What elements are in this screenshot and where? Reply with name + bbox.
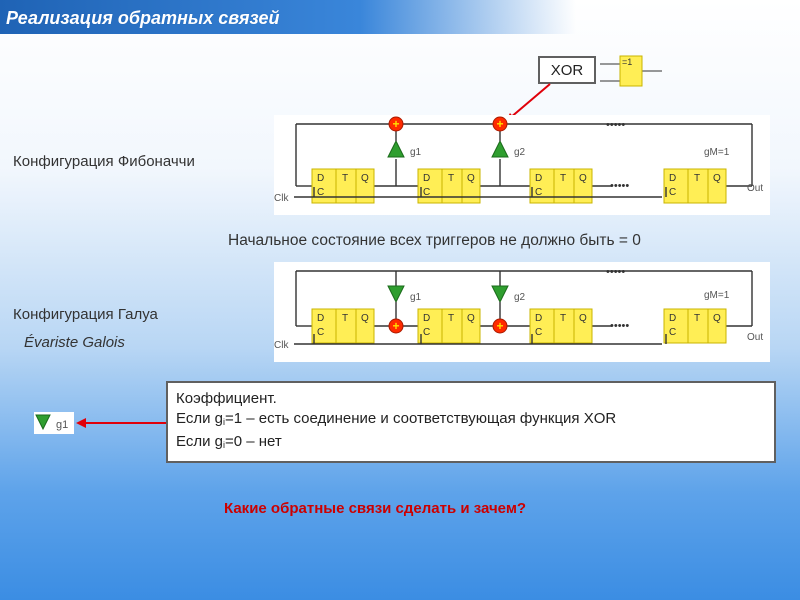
xor-gate-label: =1 [622, 57, 632, 67]
ff-t-label: T [342, 313, 348, 324]
flip-flop: DC T Q [417, 308, 481, 344]
xor-plus-label: + [393, 319, 400, 333]
flip-flop: DC T Q [311, 168, 375, 204]
ff-q-label: Q [579, 173, 587, 184]
xor-plus-label: + [497, 117, 504, 131]
g2-label: g2 [514, 292, 526, 303]
g-triangle-icon [35, 414, 51, 431]
question-text: Какие обратные связи сделать и зачем? [224, 500, 527, 517]
g-triangle-icon [387, 139, 405, 158]
dots: ••••• [606, 266, 625, 278]
out-label: Out [747, 183, 763, 194]
g1-label: g1 [410, 292, 422, 303]
ff-t-label: T [448, 173, 454, 184]
gM-label: gM=1 [704, 147, 730, 158]
g2-label: g2 [514, 147, 526, 158]
flip-flop-body [663, 168, 727, 204]
ff-q-label: Q [361, 313, 369, 324]
ff-d-label: D [423, 313, 430, 324]
ff-q-label: Q [713, 173, 721, 184]
ff-q-label: Q [467, 313, 475, 324]
ff-t-label: T [342, 173, 348, 184]
ff-c-label: C [317, 327, 324, 338]
ff-d-label: D [423, 173, 430, 184]
coefficient-arrow [76, 418, 166, 428]
ff-t-label: T [694, 313, 700, 324]
g-triangle-icon [491, 139, 509, 158]
ff-d-label: D [669, 173, 676, 184]
xor-label-box: XOR [538, 56, 596, 84]
galois-name: Évariste Galois [24, 334, 125, 351]
ff-c-label: C [669, 187, 676, 198]
ff-t-label: T [560, 173, 566, 184]
flip-flop: DC T Q [529, 308, 593, 344]
title-bar [0, 0, 800, 34]
ff-c-label: C [669, 327, 676, 338]
dots: ••••• [606, 119, 625, 131]
ff-t-label: T [560, 313, 566, 324]
flip-flop-body [311, 308, 375, 344]
flip-flop: DC T Q [663, 168, 727, 204]
coefficient-box: Коэффициент. Если gi=1 – есть соединение… [166, 381, 776, 463]
clk-label: Clk [274, 193, 289, 204]
out-label: Out [747, 332, 763, 343]
ff-d-label: D [669, 313, 676, 324]
coefficient-line2: Если gi=1 – есть соединение и соответств… [176, 410, 617, 427]
ff-q-label: Q [467, 173, 475, 184]
flip-flop: DC T Q [663, 308, 727, 344]
clk-label: Clk [274, 340, 289, 351]
slide-title: Реализация обратных связей [6, 8, 280, 28]
flip-flop-body [529, 308, 593, 344]
ff-d-label: D [317, 313, 324, 324]
xor-plus-icon [492, 116, 508, 132]
galois-label: Конфигурация Галуа [13, 306, 158, 323]
fibonacci-label: Конфигурация Фибоначчи [13, 153, 195, 170]
flip-flop: DC T Q [417, 168, 481, 204]
ff-t-label: T [448, 313, 454, 324]
ff-d-label: D [535, 313, 542, 324]
flip-flop: DC T Q [529, 168, 593, 204]
ff-c-label: C [423, 187, 430, 198]
gM-label: gM=1 [704, 290, 730, 301]
flip-flop-body [417, 308, 481, 344]
flip-flop: DC T Q [311, 308, 375, 344]
initial-state-note: Начальное состояние всех триггеров не до… [228, 232, 641, 249]
ff-c-label: C [535, 327, 542, 338]
xor-gate-symbol: =1 [600, 55, 662, 87]
xor-plus-icon [388, 318, 404, 334]
xor-plus-label: + [393, 117, 400, 131]
ff-t-label: T [694, 173, 700, 184]
coefficient-line1: Коэффициент. [176, 390, 277, 407]
flip-flop-body [663, 308, 727, 344]
xor-plus-icon [388, 116, 404, 132]
legend-g-label: g1 [56, 419, 68, 431]
g-triangle-icon [491, 285, 509, 304]
g-triangle-icon [387, 285, 405, 304]
ff-d-label: D [317, 173, 324, 184]
ff-q-label: Q [579, 313, 587, 324]
coefficient-line3: Если gi=0 – нет [176, 433, 282, 450]
g1-label: g1 [410, 147, 422, 158]
ff-q-label: Q [713, 313, 721, 324]
ff-c-label: C [423, 327, 430, 338]
xor-plus-label: + [497, 319, 504, 333]
coefficient-legend-symbol: g1 [34, 412, 74, 434]
ff-d-label: D [535, 173, 542, 184]
xor-plus-icon [492, 318, 508, 334]
ff-c-label: C [317, 187, 324, 198]
dots: ••••• [610, 320, 629, 332]
ff-c-label: C [535, 187, 542, 198]
dots: ••••• [610, 180, 629, 192]
ff-q-label: Q [361, 173, 369, 184]
